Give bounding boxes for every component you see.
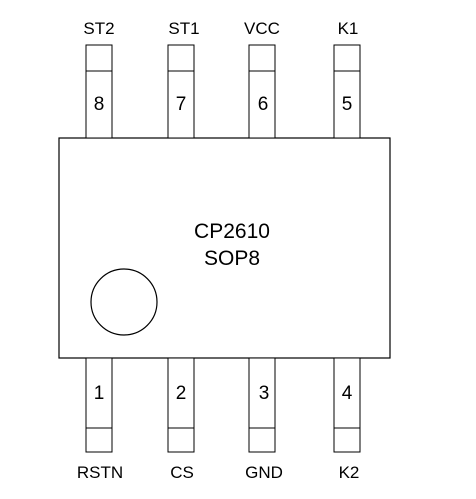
pin-number: 6	[258, 94, 269, 115]
pin-label: K1	[338, 19, 359, 38]
chip-package-label: SOP8	[204, 247, 260, 270]
pin1-orientation-dot	[90, 268, 158, 336]
pin-number: 2	[176, 383, 187, 404]
pin-number: 8	[94, 94, 105, 115]
top-pin-8: ST2 8	[83, 19, 115, 139]
pin-label: GND	[245, 463, 283, 482]
pin-label: CS	[170, 463, 194, 482]
pin-lead	[248, 44, 276, 139]
pin-lead	[167, 44, 195, 139]
bottom-pin-4: 4 K2	[333, 357, 361, 482]
pin-label: VCC	[244, 19, 280, 38]
pin-lead	[167, 357, 195, 453]
bottom-pin-3: 3 GND	[245, 357, 283, 482]
pin-label: ST1	[168, 19, 199, 38]
top-pin-5: K1 5	[333, 19, 361, 139]
pin-number: 4	[342, 383, 353, 404]
pin-lead	[248, 357, 276, 453]
bottom-pin-1: 1 RSTN	[77, 357, 123, 482]
pin-lead	[85, 44, 113, 139]
pin-lead	[333, 44, 361, 139]
pin-number: 7	[176, 94, 187, 115]
pin-lead	[333, 357, 361, 453]
top-pin-6: VCC 6	[244, 19, 280, 139]
pin-label: ST2	[83, 19, 114, 38]
pin-number: 5	[342, 94, 353, 115]
pin-number: 1	[94, 383, 105, 404]
pin-lead	[85, 357, 113, 453]
top-pin-7: ST1 7	[167, 19, 200, 139]
chip-part-number: CP2610	[194, 220, 270, 243]
pin-number: 3	[259, 383, 270, 404]
pin-label: RSTN	[77, 463, 123, 482]
bottom-pin-2: 2 CS	[167, 357, 195, 482]
pin-label: K2	[339, 463, 360, 482]
